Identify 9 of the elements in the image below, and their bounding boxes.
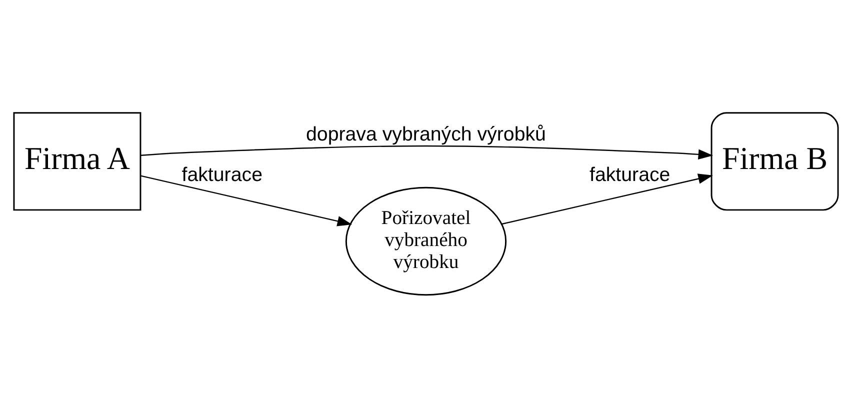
edge-label: doprava vybraných výrobků [306, 123, 546, 146]
arrow [140, 145, 714, 160]
node-ellipse: Pořizovatel vybraného výrobku [345, 186, 507, 296]
node-box: Firma A [13, 112, 142, 211]
node-box: Firma B [710, 112, 839, 211]
edge-label: fakturace [182, 164, 263, 186]
arrow [140, 175, 352, 226]
arrow [502, 174, 713, 225]
edge-label: fakturace [589, 164, 670, 186]
